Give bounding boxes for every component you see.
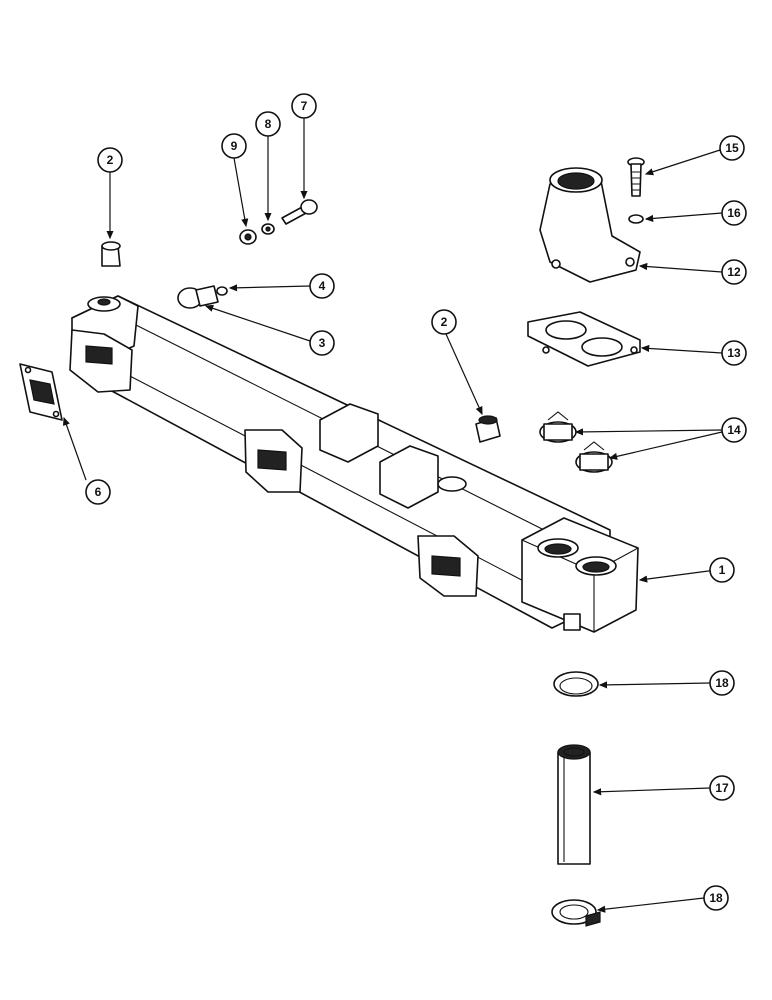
callout-label: 6 bbox=[95, 485, 102, 499]
callout-label: 4 bbox=[319, 279, 326, 293]
callout-circle bbox=[721, 417, 747, 443]
manifold-body bbox=[69, 295, 639, 633]
callout-circle bbox=[255, 111, 281, 137]
callout-label: 7 bbox=[301, 99, 308, 113]
fitting-3 bbox=[177, 285, 228, 309]
washer-8 bbox=[261, 223, 275, 235]
callout-2: 2 bbox=[431, 309, 457, 335]
callout-16: 16 bbox=[721, 200, 747, 226]
callout-label: 14 bbox=[727, 423, 741, 437]
callout-7: 7 bbox=[291, 93, 317, 119]
callout-circle bbox=[719, 135, 745, 161]
callout-label: 2 bbox=[441, 315, 448, 329]
thermostat-14b bbox=[575, 441, 613, 473]
callout-circle bbox=[221, 133, 247, 159]
callout-circle bbox=[709, 775, 735, 801]
gasket-6 bbox=[19, 363, 63, 421]
callout-9: 9 bbox=[221, 133, 247, 159]
callout-label: 3 bbox=[319, 336, 326, 350]
callout-3: 3 bbox=[309, 330, 335, 356]
callout-13: 13 bbox=[721, 340, 747, 366]
callout-circle bbox=[721, 200, 747, 226]
callout-14: 14 bbox=[721, 417, 747, 443]
callout-1: 1 bbox=[709, 557, 735, 583]
outlet-elbow-12 bbox=[539, 167, 641, 283]
callout-4: 4 bbox=[309, 273, 335, 299]
callout-15: 15 bbox=[719, 135, 745, 161]
callout-label: 15 bbox=[725, 141, 739, 155]
callout-circle bbox=[431, 309, 457, 335]
clamp-18-lower bbox=[551, 899, 601, 927]
callout-label: 9 bbox=[231, 139, 238, 153]
callout-circle bbox=[97, 147, 123, 173]
callout-2: 2 bbox=[97, 147, 123, 173]
callout-6: 6 bbox=[85, 479, 111, 505]
bolt-15 bbox=[627, 157, 645, 197]
callout-circle bbox=[309, 273, 335, 299]
callout-circle bbox=[721, 259, 747, 285]
callout-circle bbox=[703, 885, 729, 911]
callout-17: 17 bbox=[709, 775, 735, 801]
callout-circle bbox=[709, 557, 735, 583]
callout-label: 17 bbox=[715, 781, 729, 795]
leader-lines bbox=[63, 118, 723, 913]
clamp-18-upper bbox=[553, 671, 599, 697]
callout-label: 16 bbox=[727, 206, 741, 220]
callout-circle bbox=[291, 93, 317, 119]
callout-circle bbox=[309, 330, 335, 356]
callout-8: 8 bbox=[255, 111, 281, 137]
hose-17 bbox=[557, 744, 591, 865]
callout-label: 18 bbox=[715, 676, 729, 690]
plug-left bbox=[101, 241, 121, 267]
thermostat-14a bbox=[539, 411, 577, 443]
callout-label: 2 bbox=[107, 153, 114, 167]
nut-9 bbox=[239, 229, 257, 245]
callout-label: 1 bbox=[719, 563, 726, 577]
callout-circle bbox=[85, 479, 111, 505]
callout-circle bbox=[709, 670, 735, 696]
callout-18: 18 bbox=[709, 670, 735, 696]
callout-circle bbox=[721, 340, 747, 366]
callout-18: 18 bbox=[703, 885, 729, 911]
bolt-7 bbox=[281, 199, 318, 225]
plug-center bbox=[475, 415, 501, 443]
gasket-13 bbox=[527, 311, 641, 367]
callout-label: 8 bbox=[265, 117, 272, 131]
callout-label: 13 bbox=[727, 346, 741, 360]
callout-label: 12 bbox=[727, 265, 741, 279]
callout-12: 12 bbox=[721, 259, 747, 285]
callout-label: 18 bbox=[709, 891, 723, 905]
washer-16 bbox=[628, 214, 644, 224]
